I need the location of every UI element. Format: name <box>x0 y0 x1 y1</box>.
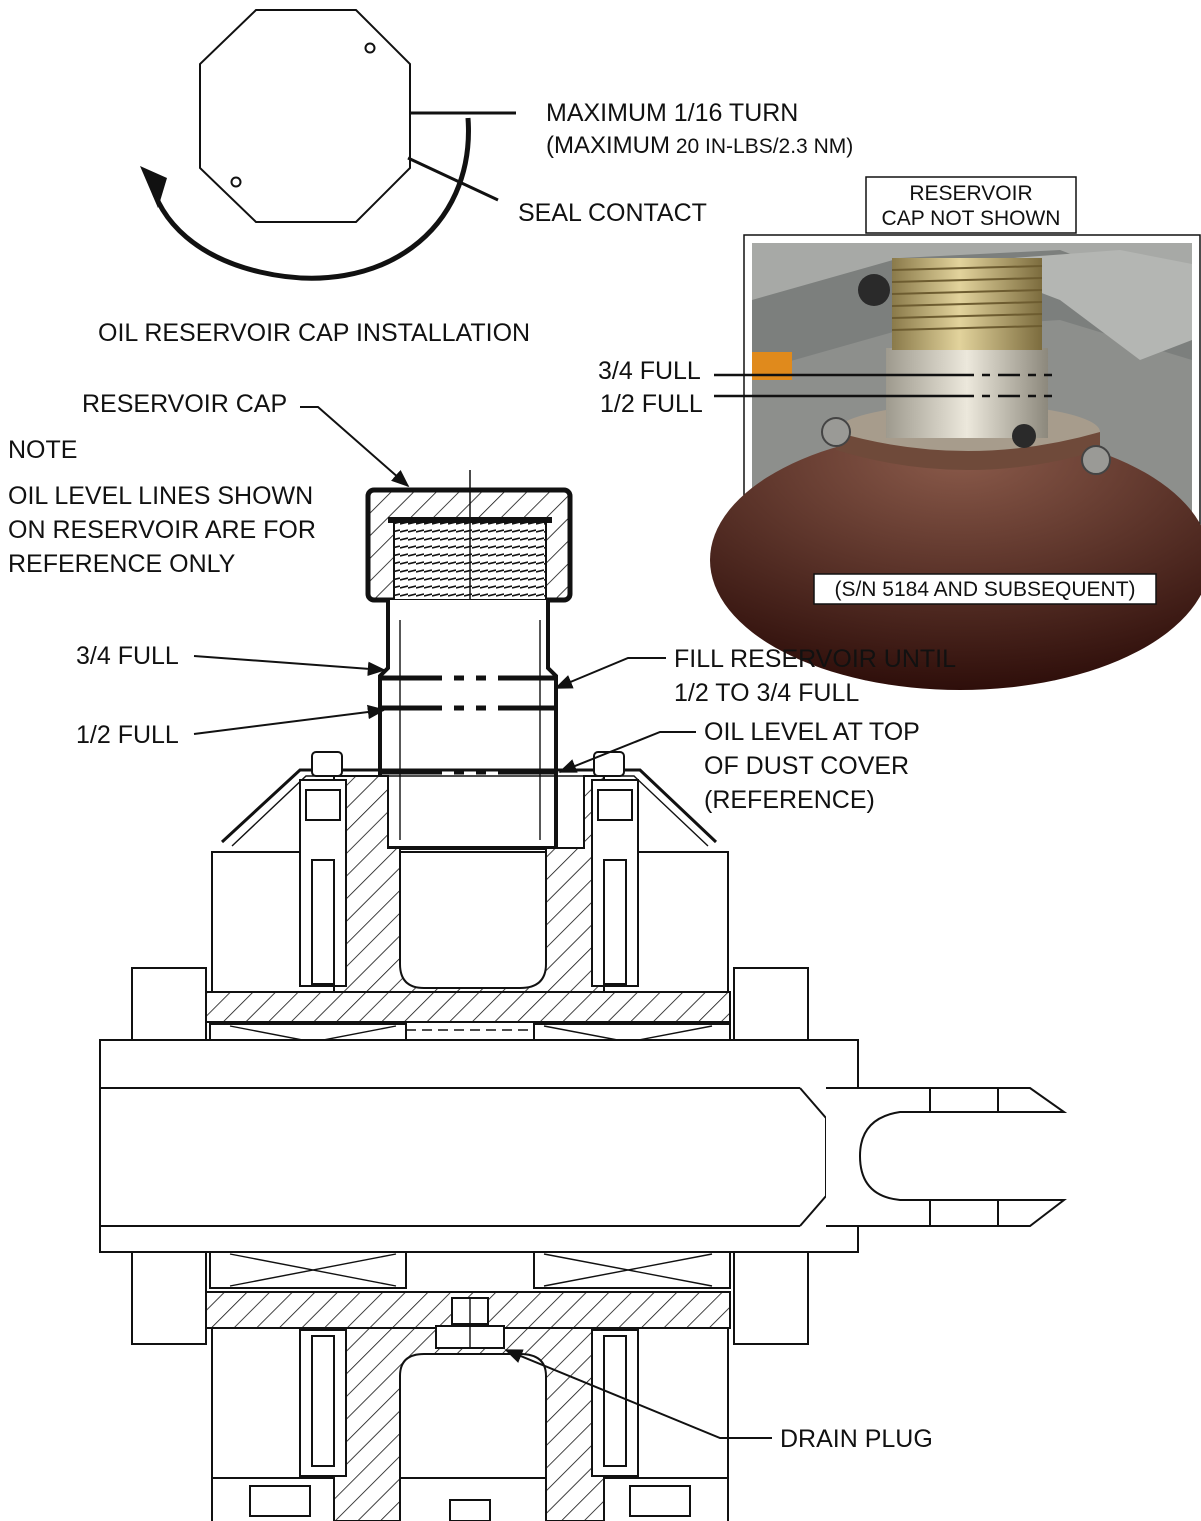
photo-caption-box <box>813 573 1157 605</box>
section-view: RESERVOIR CAP NOTE OIL LEVEL LINES SHOWN… <box>8 390 1068 1521</box>
shaft <box>99 1039 1068 1253</box>
housing-lower <box>211 1327 729 1521</box>
note-line-3: REFERENCE ONLY <box>8 550 236 578</box>
drain-plug-label: DRAIN PLUG <box>780 1425 933 1453</box>
cap-hole-top <box>364 42 376 54</box>
cap-installation-title: OIL RESERVOIR CAP INSTALLATION <box>98 319 530 347</box>
photo-header-line1: RESERVOIR <box>909 182 1032 205</box>
seal-contact-label: SEAL CONTACT <box>518 199 707 227</box>
dust-cover <box>220 768 718 844</box>
drain-plug <box>435 1297 505 1349</box>
photo-inset: RESERVOIR CAP NOT SHOWN <box>598 176 1201 690</box>
note-line-1: OIL LEVEL LINES SHOWN <box>8 482 313 510</box>
photo-header-box <box>865 176 1077 234</box>
side-block-left-bottom <box>131 1251 207 1345</box>
cap-hole-bottom <box>230 176 242 188</box>
reservoir-tube <box>378 600 558 850</box>
drain-plug-leader <box>504 1349 772 1439</box>
cap-installation-detail: MAXIMUM 1/16 TURN (MAXIMUM 20 IN-LBS/2.3… <box>98 9 853 347</box>
fill-leader <box>554 657 666 689</box>
max-torque-label: (MAXIMUM 20 IN-LBS/2.3 NM) <box>546 132 853 159</box>
seal-contact-leader <box>407 156 499 202</box>
three-quarter-leader <box>193 655 386 676</box>
half-label: 1/2 FULL <box>76 721 179 749</box>
photo-threads <box>891 265 1043 331</box>
dust-line-3: (REFERENCE) <box>704 786 875 814</box>
dust-line-1: OIL LEVEL AT TOP <box>704 718 920 746</box>
max-turn-label: MAXIMUM 1/16 TURN <box>546 99 798 127</box>
side-block-right-bottom <box>733 1251 809 1345</box>
housing-upper <box>211 751 729 993</box>
photo-image <box>710 243 1201 690</box>
section-leaders <box>193 406 772 1439</box>
fill-line-2: 1/2 TO 3/4 FULL <box>674 679 859 707</box>
rotation-arrowhead <box>140 166 167 208</box>
cap-octagon-outline <box>199 9 411 223</box>
fill-line-1: FILL RESERVOIR UNTIL <box>674 645 956 673</box>
rotation-arrow <box>147 117 471 281</box>
note-title: NOTE <box>8 436 77 464</box>
photo-half-label: 1/2 FULL <box>600 390 703 418</box>
level-lines <box>382 675 554 775</box>
half-leader <box>193 704 386 735</box>
three-quarter-label: 3/4 FULL <box>76 642 179 670</box>
note-line-2: ON RESERVOIR ARE FOR <box>8 516 316 544</box>
reservoir-cap-leader <box>300 406 410 488</box>
photo-three-quarter-label: 3/4 FULL <box>598 357 701 385</box>
dust-line-2: OF DUST COVER <box>704 752 909 780</box>
photo-caption: (S/N 5184 AND SUBSEQUENT) <box>834 578 1135 601</box>
reservoir-cap-label: RESERVOIR CAP <box>82 390 287 418</box>
reservoir-cap <box>365 470 573 603</box>
photo-header-line2: CAP NOT SHOWN <box>882 207 1061 230</box>
dust-cover-leader <box>558 731 696 773</box>
